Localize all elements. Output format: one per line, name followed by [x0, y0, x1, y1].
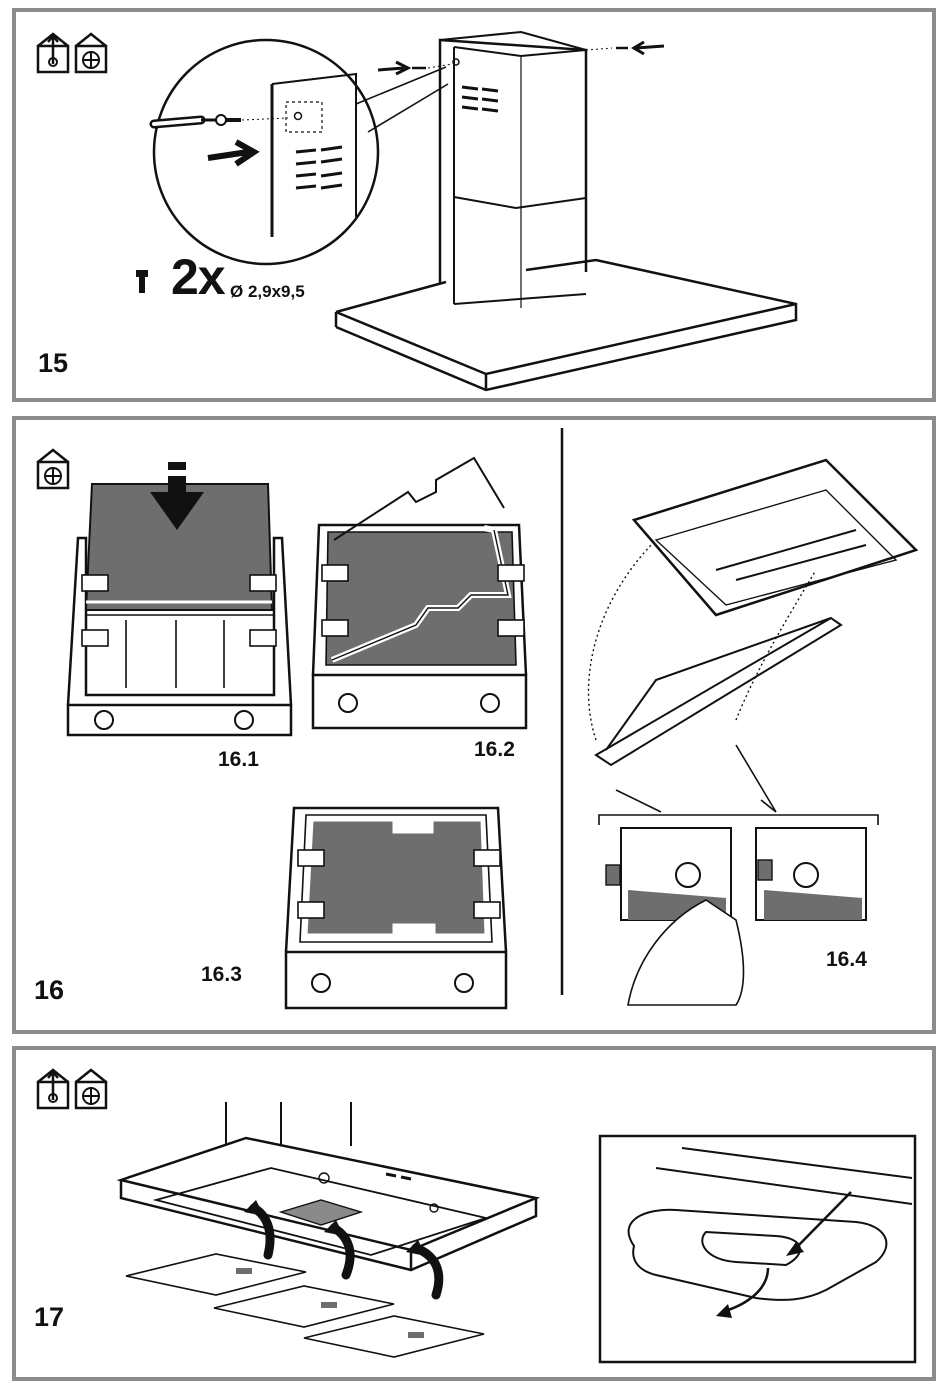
- substep-label-16-1: 16.1: [218, 748, 259, 772]
- step-number: 17: [34, 1302, 64, 1333]
- recirculation-icon: [38, 450, 68, 488]
- chimney-hood-drawing: [336, 32, 796, 390]
- step-16-panel: 16.1 16.2 16.3 16.4 16: [12, 416, 936, 1034]
- filter-bent-diagram: [313, 458, 526, 728]
- substep-label-16-2: 16.2: [474, 738, 515, 762]
- step-number: 15: [38, 348, 68, 379]
- screw-size: Ø 2,9x9,5: [230, 282, 305, 302]
- filter-release-detail: [600, 1136, 915, 1362]
- filter-frame-lock-diagram: [589, 460, 917, 1005]
- step-17-panel: 17: [12, 1046, 936, 1381]
- hood-underside-diagram: [121, 1102, 536, 1357]
- ducted-extraction-icon: [38, 1070, 68, 1108]
- recirculation-icon: [76, 1070, 106, 1108]
- filter-insert-diagram: [68, 462, 291, 735]
- recirculation-icon: [76, 34, 106, 72]
- step-17-illustration: [16, 1050, 932, 1377]
- substep-label-16-3: 16.3: [201, 963, 242, 987]
- substep-label-16-4: 16.4: [826, 948, 867, 972]
- ducted-extraction-icon: [38, 34, 68, 72]
- step-16-illustration: [16, 420, 932, 1030]
- screw-quantity: 2x: [171, 248, 225, 306]
- step-15-illustration: [16, 12, 932, 398]
- step-number: 16: [34, 975, 64, 1006]
- screw-icon: [136, 270, 148, 293]
- step-15-panel: 2x Ø 2,9x9,5 15: [12, 8, 936, 402]
- detail-magnifier: [154, 40, 448, 264]
- filter-fitted-diagram: [286, 808, 506, 1008]
